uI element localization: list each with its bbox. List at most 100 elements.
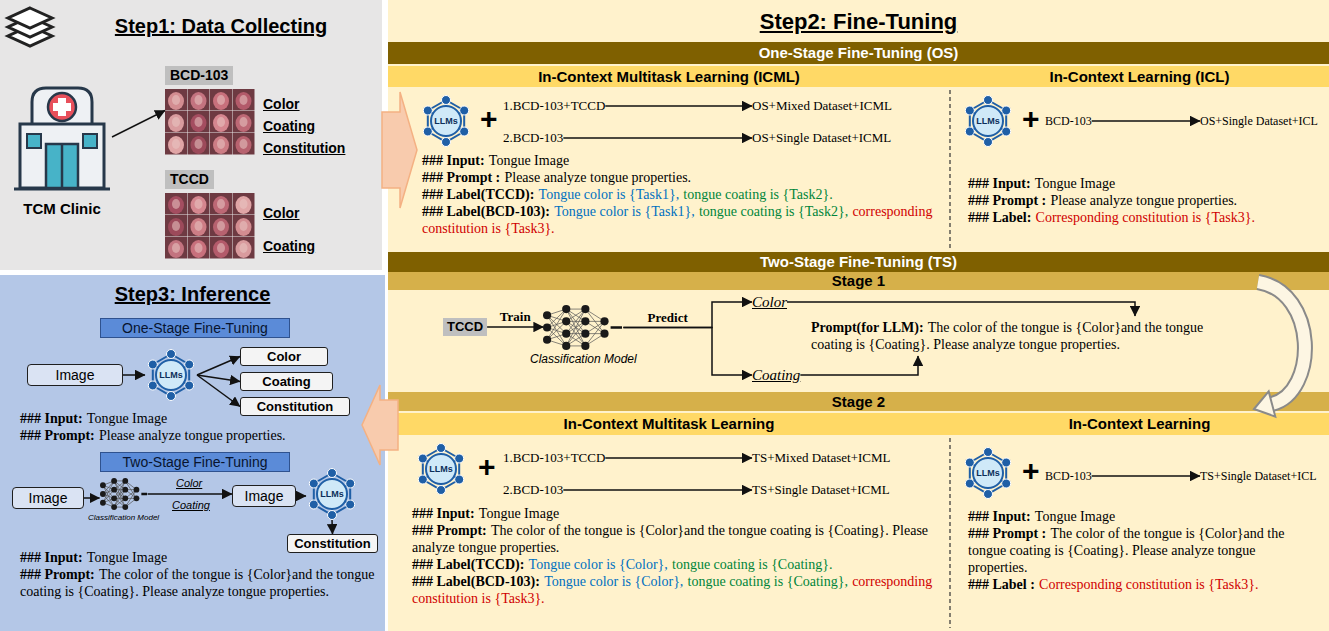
dataset-text: OS+Single Dataset+ICL — [1200, 113, 1318, 129]
llm-label: LLMs — [306, 468, 358, 520]
tongue-photo — [188, 89, 210, 111]
clinic-sign — [48, 93, 76, 121]
image-text: Image — [34, 367, 116, 383]
net-neuron — [582, 305, 590, 313]
connector-arrow — [112, 111, 165, 138]
panel-title: Step1: Data Collecting — [60, 0, 382, 38]
tongue-shape — [168, 92, 184, 110]
tongue-coat — [217, 243, 225, 253]
tongue-coat — [240, 221, 248, 231]
prompt-block: ### Input:Tongue Image### Prompt:Please … — [20, 410, 375, 444]
tongue-photo — [188, 133, 210, 155]
tongue-shape — [191, 196, 207, 214]
tongue-shape — [213, 218, 229, 236]
band-title: Stage 2 — [388, 392, 1329, 411]
tongue-image-grid — [165, 193, 255, 259]
tongue-coat — [172, 139, 180, 149]
prompt-segment: ### Input: — [20, 411, 83, 426]
prediction-text: Coating — [752, 366, 800, 384]
prompt-line: ### Label:Corresponding constitution is … — [968, 209, 1318, 226]
image-box: Image — [27, 364, 123, 386]
tongue-shape — [236, 92, 252, 110]
prompt-line: ### Input:Tongue Image — [412, 505, 947, 522]
prompt-segment: Please analyze tongue properties. — [504, 170, 691, 185]
tongue-photo — [165, 89, 187, 111]
tongue-photo — [210, 133, 232, 155]
stage-header-text: One-Stage Fine-Tuning — [107, 320, 283, 336]
net-neuron — [582, 330, 590, 338]
prompt-segment: Tongue color is {Task1}, — [539, 187, 680, 202]
tongue-coat — [217, 221, 225, 231]
dataset-text: BCD-103 — [1045, 468, 1092, 484]
network-dot — [460, 106, 469, 115]
tongue-photo — [233, 215, 255, 237]
attribute-label: Coating — [263, 238, 315, 255]
tongue-shape — [168, 196, 184, 214]
step-panel: Step1: Data CollectingTCM ClinicBCD-103T… — [0, 0, 382, 270]
tongue-coat — [240, 199, 248, 209]
tongue-shape — [213, 136, 229, 154]
prompt-segment: Tongue Image — [1035, 176, 1115, 191]
connector-arrow — [1092, 475, 1200, 477]
connector-arrow — [123, 374, 145, 376]
network-dot — [346, 500, 355, 509]
net-neuron — [111, 495, 117, 501]
tongue-shape — [236, 196, 252, 214]
tongue-shape — [236, 240, 252, 258]
prompt-line: ### Prompt:The color of the tongue is {C… — [20, 566, 375, 600]
tongue-coat — [195, 221, 203, 231]
dataset-text: TS+Single Dataset+ICML — [752, 482, 890, 498]
stage-curved-arrow — [1254, 282, 1305, 417]
tongue-coat — [195, 139, 203, 149]
clinic-caption: TCM Clinic — [12, 200, 112, 218]
edge-label: Train — [500, 309, 531, 324]
dataset-text: TS+Mixed Dataset+ICML — [752, 450, 891, 466]
prompt-segment: Tongue color is {Color}, — [544, 574, 683, 589]
prompt-segment: tongue coating is {Task2}, — [699, 204, 848, 219]
image-text: Image — [239, 488, 289, 504]
net-neuron — [100, 500, 106, 506]
prompt-segment: ### Input: — [968, 509, 1031, 524]
network-dot — [460, 127, 469, 136]
os-band — [388, 42, 1329, 64]
network-dot — [309, 500, 318, 509]
net-neuron — [562, 305, 570, 313]
tongue-coat — [217, 139, 225, 149]
tongue-photo — [210, 193, 232, 215]
tongue-shape — [191, 136, 207, 154]
prompt-line: ### Label(TCCD):Tongue color is {Task1},… — [422, 186, 947, 203]
connector-arrow — [623, 328, 752, 376]
tongue-photo — [210, 237, 232, 259]
network-dot — [346, 479, 355, 488]
panel-title: Step3: Inference — [0, 275, 385, 306]
llm-label: LLMs — [962, 95, 1014, 147]
stage2-sub-band — [388, 413, 1329, 435]
clinic-top — [32, 88, 92, 124]
net-neuron — [111, 478, 117, 484]
network-dot — [1002, 458, 1011, 467]
step3-ground — [0, 275, 385, 631]
prompt-segment: Please analyze tongue properties. — [1050, 193, 1237, 208]
curve-head — [1254, 391, 1275, 416]
tongue-photo — [165, 133, 187, 155]
dataset-text: OS+Mixed Dataset+ICML — [752, 98, 892, 114]
attribute-label: Coating — [172, 499, 210, 512]
prompt-segment: Tongue color is {Color}, — [529, 557, 668, 572]
connector-arrow — [787, 302, 1135, 316]
tongue-shape — [191, 240, 207, 258]
prompt-segment: Please analyze tongue properties. — [99, 428, 286, 443]
tongue-coat — [217, 117, 225, 127]
section-band: Stage 1TCCDClassification ModelColorCoat… — [388, 272, 1329, 392]
plus-sign: + — [1022, 104, 1040, 134]
classifier-icon: Classification Model — [530, 305, 637, 367]
prompt-segment: ### Label : — [968, 577, 1035, 592]
clinic-icon: TCM Clinic — [12, 78, 112, 218]
prompt-line: ### Prompt:Please analyze tongue propert… — [20, 427, 375, 444]
prompt-line: ### Prompt :Please analyze tongue proper… — [422, 169, 947, 186]
band-title: One-Stage Fine-Tuning (OS) — [388, 42, 1329, 64]
net-neuron — [122, 487, 128, 493]
net-link — [114, 481, 125, 507]
curve-fill — [1258, 282, 1305, 404]
connector-arrow — [1092, 120, 1200, 122]
tongue-coat — [217, 95, 225, 105]
